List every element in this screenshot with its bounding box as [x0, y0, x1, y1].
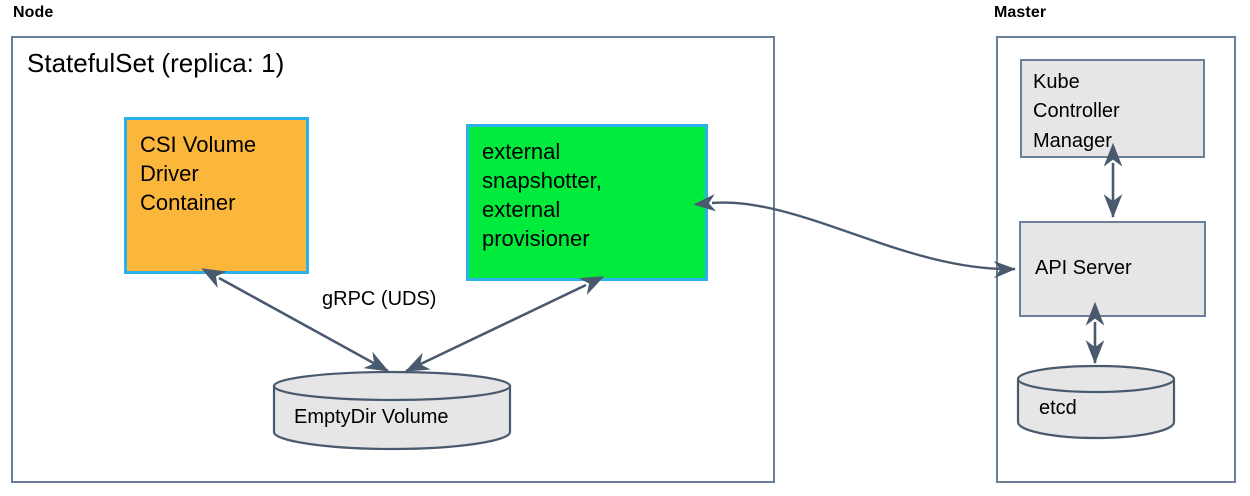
api-server-box[interactable]: API Server: [1019, 221, 1206, 317]
etcd-cylinder[interactable]: etcd: [1016, 364, 1176, 442]
kube-controller-manager-label: Kube Controller Manager: [1033, 71, 1120, 152]
external-snapshotter-provisioner-label: external snapshotter, external provision…: [482, 139, 602, 252]
emptydir-volume-label: EmptyDir Volume: [294, 406, 449, 428]
emptydir-volume-cylinder[interactable]: EmptyDir Volume: [272, 370, 512, 452]
master-group-label: Master: [994, 4, 1047, 21]
node-group-label: Node: [13, 4, 54, 21]
kube-controller-manager-box[interactable]: Kube Controller Manager: [1020, 59, 1205, 158]
external-snapshotter-provisioner-box[interactable]: external snapshotter, external provision…: [466, 124, 708, 281]
statefulset-title: StatefulSet (replica: 1): [27, 48, 285, 78]
grpc-uds-edge-label: gRPC (UDS): [322, 288, 437, 310]
etcd-label: etcd: [1039, 397, 1077, 419]
emptydir-volume-shape: [272, 370, 512, 451]
etcd-shape: [1016, 364, 1176, 440]
csi-volume-driver-container-label: CSI Volume Driver Container: [140, 132, 257, 216]
csi-volume-driver-container-box[interactable]: CSI Volume Driver Container: [124, 117, 309, 274]
api-server-label: API Server: [1035, 257, 1132, 280]
